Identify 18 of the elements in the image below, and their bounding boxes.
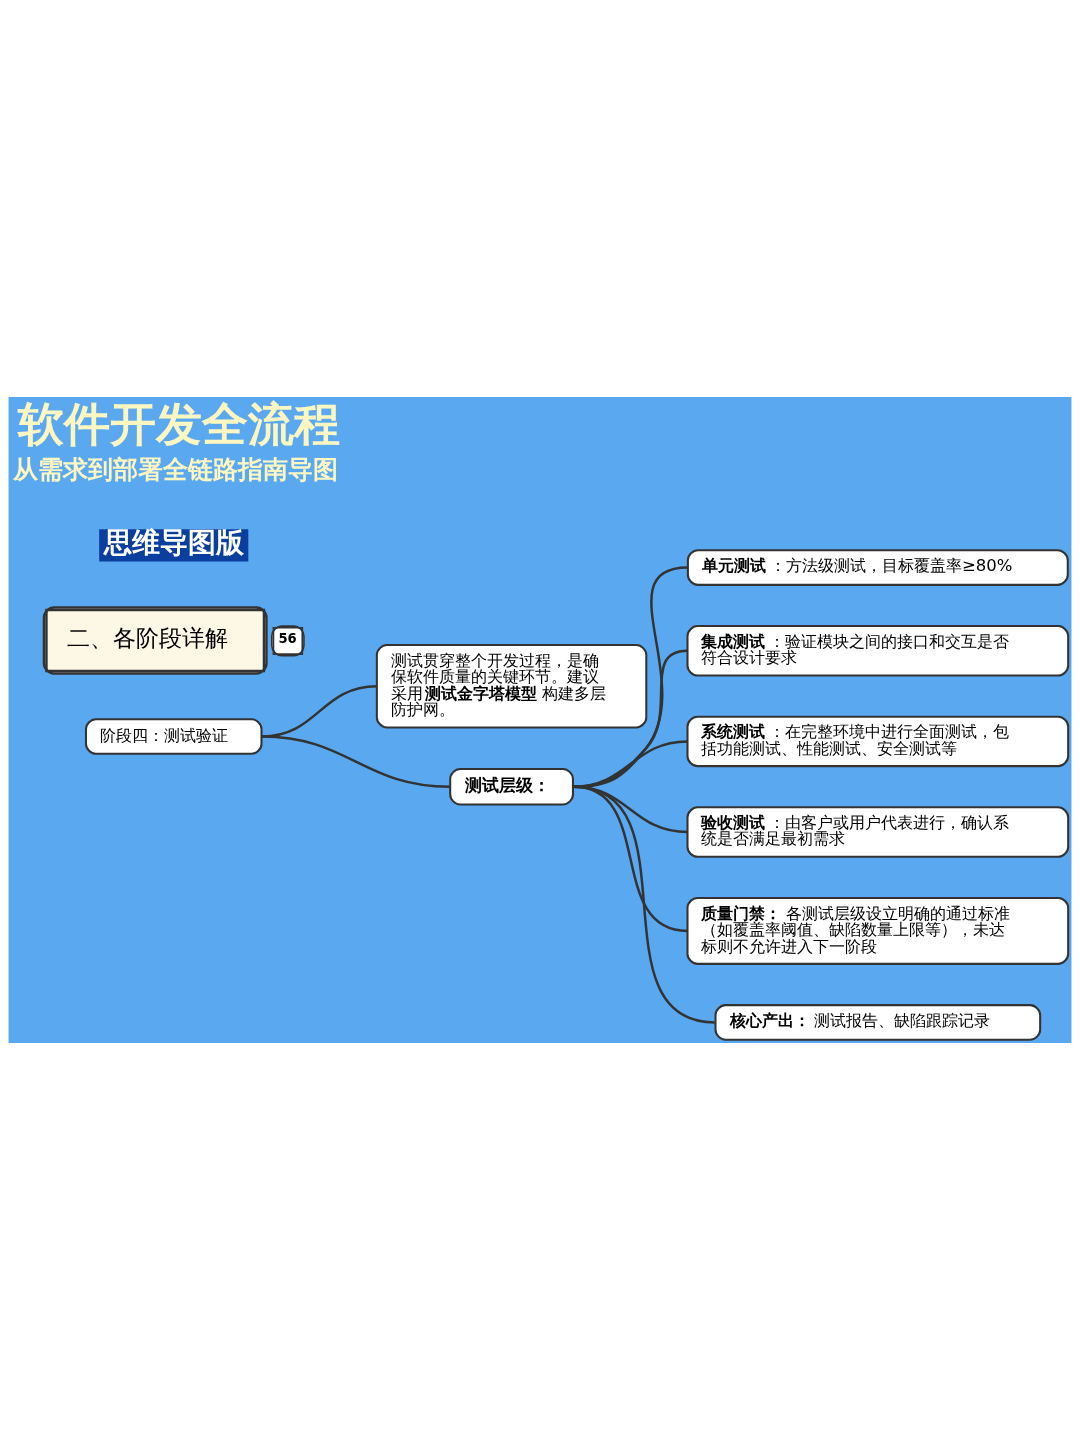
connector	[573, 649, 688, 788]
node-box: 核心产出：测试报告、缺陷跟踪记录	[714, 1004, 1042, 1041]
node-box: 系统测试：在完整环境中进行全面测试，包括功能测试、性能测试、安全测试等	[686, 715, 1070, 768]
connector	[573, 785, 715, 1024]
node-box: 集成测试：验证模块之间的接口和交互是否符合设计要求	[686, 625, 1070, 677]
connector	[261, 735, 450, 788]
node-box: 单元测试：方法级测试，目标覆盖率≥80%	[686, 549, 1069, 586]
label: 从需求到部署全链路指南导图	[12, 455, 338, 485]
node-box: 测试层级：	[449, 768, 574, 806]
node-box: 验收测试：由客户或用户代表进行，确认系统是否满足最初需求	[686, 806, 1070, 858]
node-box: 质量门禁：各测试层级设立明确的通过标准（如覆盖率阈值、缺陷数量上限等），未达标则不允许进入下一阶段	[686, 896, 1070, 965]
node-label: 56	[278, 631, 297, 647]
label: 思维导图版	[104, 525, 245, 559]
node-box: 测试贯穿整个开发过程，是确保软件质量的关键环节。建议采用测试金字塔模型构建多层防护网。	[375, 644, 648, 729]
connector	[573, 740, 688, 788]
node-box: 阶段四：测试验证	[84, 718, 263, 755]
diagram-title: 软件开发全流程	[18, 396, 341, 451]
connector	[573, 566, 688, 788]
